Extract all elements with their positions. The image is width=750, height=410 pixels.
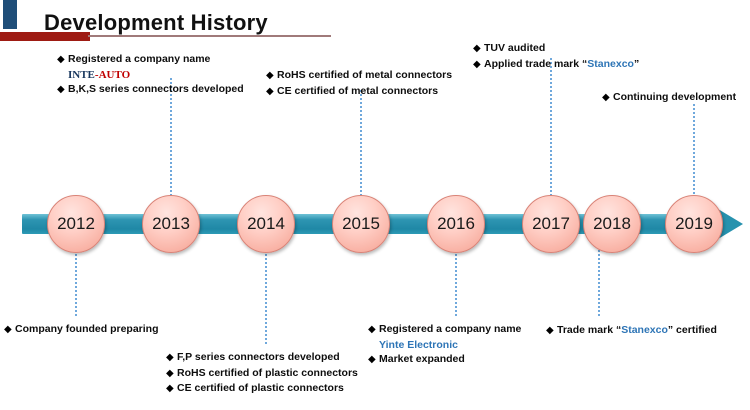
annotation-text: B,K,S series connectors developed xyxy=(68,83,244,95)
diamond-bullet-icon: ◆ xyxy=(4,324,12,335)
timeline-node-label: 2017 xyxy=(532,214,570,233)
annotation-line: ◆RoHS certified of plastic connectors xyxy=(166,366,358,382)
timeline-node-2016[interactable]: 2016 xyxy=(427,195,485,253)
page-title: Development History xyxy=(44,10,268,35)
timeline-node-2015[interactable]: 2015 xyxy=(332,195,390,253)
diamond-bullet-icon: ◆ xyxy=(57,84,65,95)
diamond-bullet-icon: ◆ xyxy=(473,43,481,54)
annotation-text: Registered a company name xyxy=(379,323,522,335)
connector-2012 xyxy=(75,250,77,318)
timeline-node-2014[interactable]: 2014 xyxy=(237,195,295,253)
annotation-line: ◆Registered a company name xyxy=(57,52,244,68)
diamond-bullet-icon: ◆ xyxy=(546,325,554,336)
annotation-text: Market expanded xyxy=(379,353,465,365)
timeline-node-2018[interactable]: 2018 xyxy=(583,195,641,253)
annotation-line: ◆TUV audited xyxy=(473,41,639,57)
annotation-line: Yinte Electronic xyxy=(368,338,521,353)
diamond-bullet-icon: ◆ xyxy=(266,70,274,81)
annotation-line: ◆Applied trade mark “Stanexco” xyxy=(473,57,639,73)
timeline-node-2019[interactable]: 2019 xyxy=(665,195,723,253)
timeline-node-label: 2012 xyxy=(57,214,95,233)
annotation-2013: ◆Registered a company name INTE-AUTO ◆B,… xyxy=(57,52,244,98)
annotation-text-suffix: ” xyxy=(633,57,640,70)
annotation-text: RoHS certified of metal connectors xyxy=(277,69,453,81)
annotation-2012: ◆Company founded preparing xyxy=(4,322,159,338)
diamond-bullet-icon: ◆ xyxy=(166,383,174,394)
annotation-2018: ◆Trade mark “Stanexco” certified xyxy=(546,323,717,339)
annotation-2014: ◆F,P series connectors developed ◆RoHS c… xyxy=(166,350,358,397)
logo-auto-text: AUTO xyxy=(98,68,131,81)
connector-2017 xyxy=(550,58,552,198)
annotation-text-suffix: ” certified xyxy=(667,324,717,336)
annotation-line: ◆Company founded preparing xyxy=(4,322,159,338)
annotation-line: ◆F,P series connectors developed xyxy=(166,350,358,366)
annotation-logo: INTE-AUTO xyxy=(57,68,244,83)
logo-inte-text: INTE xyxy=(68,68,95,81)
connector-2015 xyxy=(360,90,362,198)
annotation-line: ◆CE certified of plastic connectors xyxy=(166,381,358,397)
connector-2019 xyxy=(693,104,695,198)
annotation-line: ◆CE certified of metal connectors xyxy=(266,84,452,100)
timeline-node-2013[interactable]: 2013 xyxy=(142,195,200,253)
annotation-highlight: Yinte Electronic xyxy=(379,338,458,351)
timeline-node-label: 2015 xyxy=(342,214,380,233)
timeline-node-2017[interactable]: 2017 xyxy=(522,195,580,253)
diamond-bullet-icon: ◆ xyxy=(473,58,481,70)
annotation-line: ◆Registered a company name xyxy=(368,322,521,338)
diamond-bullet-icon: ◆ xyxy=(266,85,274,97)
diamond-bullet-icon: ◆ xyxy=(57,54,65,65)
logo-dash-text: - xyxy=(94,68,99,81)
annotation-line: ◆Market expanded xyxy=(368,352,521,368)
timeline-node-label: 2018 xyxy=(593,214,631,233)
annotation-text: Company founded preparing xyxy=(15,323,159,335)
annotation-line: ◆Continuing development xyxy=(602,90,736,106)
timeline-node-2012[interactable]: 2012 xyxy=(47,195,105,253)
diamond-bullet-icon: ◆ xyxy=(602,92,610,103)
connector-2013 xyxy=(170,78,172,198)
annotation-line: ◆B,K,S series connectors developed xyxy=(57,82,244,98)
annotation-2019: ◆Continuing development xyxy=(602,90,736,106)
diamond-bullet-icon: ◆ xyxy=(368,324,376,335)
connector-2014 xyxy=(265,250,267,346)
timeline-node-label: 2013 xyxy=(152,214,190,233)
annotation-2017: ◆TUV audited ◆Applied trade mark “Stanex… xyxy=(473,41,639,72)
diamond-bullet-icon: ◆ xyxy=(368,354,376,365)
annotation-text: Continuing development xyxy=(613,91,737,103)
annotation-text: Registered a company name xyxy=(68,53,211,65)
accent-bar-blue xyxy=(3,0,17,29)
annotation-line: ◆RoHS certified of metal connectors xyxy=(266,68,452,84)
accent-bar-red xyxy=(0,32,90,41)
annotation-text-prefix: Trade mark “ xyxy=(557,324,622,336)
connector-2018 xyxy=(598,250,600,318)
annotation-2016: ◆Registered a company name Yinte Electro… xyxy=(368,322,521,368)
annotation-highlight: Stanexco xyxy=(621,324,668,336)
annotation-text: TUV audited xyxy=(484,42,546,54)
timeline-node-label: 2014 xyxy=(247,214,285,233)
diamond-bullet-icon: ◆ xyxy=(166,352,174,363)
timeline-node-label: 2019 xyxy=(675,214,713,233)
annotation-2015: ◆RoHS certified of metal connectors ◆CE … xyxy=(266,68,452,99)
timeline-node-label: 2016 xyxy=(437,214,475,233)
diamond-bullet-icon: ◆ xyxy=(166,367,174,379)
annotation-text: CE certified of metal connectors xyxy=(277,84,439,97)
connector-2016 xyxy=(455,250,457,318)
title-underline-rule xyxy=(88,35,331,37)
annotation-text: RoHS certified of plastic connectors xyxy=(177,366,358,379)
annotation-line: ◆Trade mark “Stanexco” certified xyxy=(546,323,717,339)
annotation-text: F,P series connectors developed xyxy=(177,351,340,363)
annotation-text: CE certified of plastic connectors xyxy=(177,382,344,394)
annotation-text-prefix: Applied trade mark “ xyxy=(484,57,588,70)
annotation-highlight: Stanexco xyxy=(587,57,634,70)
